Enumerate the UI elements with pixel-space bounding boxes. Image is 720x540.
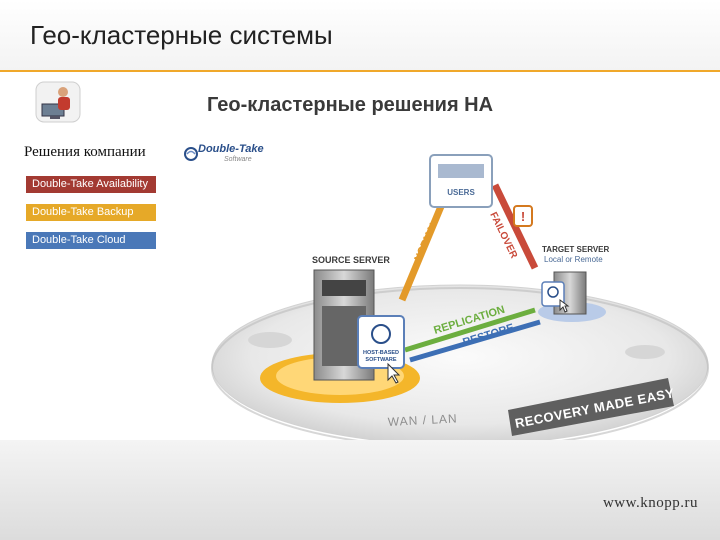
users-box — [429, 154, 493, 208]
host-software-label: HOST-BASED — [363, 350, 399, 356]
product-label: Double-Take Cloud — [32, 234, 126, 246]
footer-site: www.knopp.ru — [602, 495, 698, 511]
host-software-label: SOFTWARE — [365, 357, 396, 363]
product-label: Double-Take Availability — [32, 178, 148, 190]
product-cloud: Double-Take Cloud — [26, 232, 156, 249]
cursor-icon — [387, 362, 401, 384]
platform-spot — [625, 345, 665, 359]
users-label: USERS — [447, 188, 475, 197]
double-take-logo: Double-Take Software — [184, 143, 264, 167]
person-at-computer-icon — [35, 81, 81, 123]
target-software-card — [541, 281, 565, 307]
alert-icon — [513, 205, 533, 227]
replication-arrow — [404, 307, 536, 353]
product-label: Double-Take Backup — [32, 206, 134, 218]
double-take-swirl-icon — [371, 324, 391, 344]
tagline-banner — [508, 378, 674, 436]
page-title: Гео-кластерные системы — [30, 20, 333, 50]
target-server-sublabel: Local or Remote — [544, 255, 603, 264]
header-divider — [0, 70, 720, 72]
platform-spot — [248, 332, 292, 348]
slide-header: Гео-кластерные системы — [0, 0, 720, 70]
network-label: WAN / LAN — [387, 411, 458, 429]
double-take-swirl-icon — [184, 147, 198, 161]
server-drive-bays — [322, 280, 366, 296]
users-box-grid — [438, 164, 484, 178]
product-availability: Double-Take Availability — [26, 176, 156, 193]
cursor-icon — [559, 299, 570, 313]
target-server-label: TARGET SERVER — [542, 245, 609, 254]
footer-band — [0, 440, 720, 540]
double-take-swirl-icon — [547, 286, 559, 298]
section-subtitle: Гео-кластерные решения HA — [206, 94, 494, 116]
solutions-label: Решения компании — [24, 144, 146, 160]
normal-label: NORMAL — [413, 219, 441, 264]
logo-name: Double-Take — [198, 143, 264, 155]
logo-tagline: Software — [224, 156, 252, 163]
replication-diagram: NORMAL FAILOVER REPLICATION RESTORE USER… — [211, 154, 709, 449]
restore-arrow — [409, 319, 541, 363]
source-server-label: SOURCE SERVER — [312, 255, 390, 265]
alert-glyph: ! — [521, 209, 525, 224]
product-backup: Double-Take Backup — [26, 204, 156, 221]
